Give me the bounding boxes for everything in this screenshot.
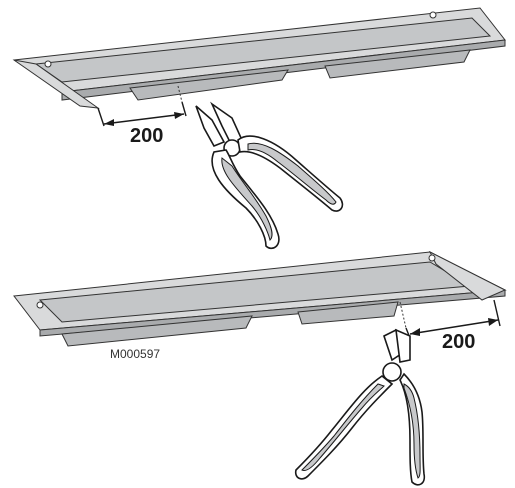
top-dim-arrow-left bbox=[104, 119, 114, 126]
bottom-rail: M000597 bbox=[13, 250, 507, 361]
bottom-rail-hole-right bbox=[428, 254, 436, 262]
bottom-dimension: 200 bbox=[405, 299, 501, 353]
bottom-pliers-jaw-right bbox=[395, 328, 411, 363]
top-cut-mark bbox=[177, 85, 183, 103]
bottom-pliers-grip-left bbox=[301, 383, 385, 471]
bottom-dim-line bbox=[409, 319, 499, 335]
top-dimension-label: 200 bbox=[130, 125, 163, 147]
top-pliers-grip-left bbox=[221, 157, 273, 241]
top-dim-line bbox=[103, 113, 185, 125]
bottom-pliers-grip-right bbox=[403, 383, 421, 479]
reference-code: M000597 bbox=[110, 347, 160, 361]
top-pliers-jaw-left bbox=[195, 105, 226, 148]
bottom-pliers-handle-right bbox=[399, 372, 426, 486]
top-rail-hole-right bbox=[429, 11, 437, 19]
bottom-pliers: side-cutter-pliers-icon bbox=[294, 328, 426, 486]
top-rail-tab-right bbox=[324, 49, 471, 79]
top-dim-ext-left bbox=[97, 107, 105, 127]
bottom-dim-arrow-right bbox=[488, 318, 498, 326]
top-dim-ext-right bbox=[181, 101, 187, 117]
bottom-rail-hole-left bbox=[36, 301, 44, 309]
top-pliers: side-cutter-pliers-icon bbox=[195, 101, 344, 250]
bottom-rail-front-edge bbox=[39, 289, 506, 337]
top-rail-tab-left bbox=[129, 69, 289, 101]
top-dim-arrow-right bbox=[174, 112, 184, 119]
bottom-cut-mark bbox=[399, 301, 407, 329]
bottom-rail-tab-right bbox=[297, 301, 399, 325]
top-dimension: 200 bbox=[97, 101, 187, 147]
bottom-pliers-pivot bbox=[382, 362, 402, 382]
top-rail-hole-left bbox=[44, 60, 52, 68]
bottom-dim-arrow-left bbox=[410, 328, 420, 336]
top-rail bbox=[12, 7, 506, 109]
bottom-dimension-label: 200 bbox=[442, 331, 475, 353]
top-pliers-grip-right bbox=[247, 142, 337, 205]
bottom-rail-tab-left bbox=[61, 315, 253, 347]
bottom-dim-ext-right bbox=[493, 299, 501, 327]
